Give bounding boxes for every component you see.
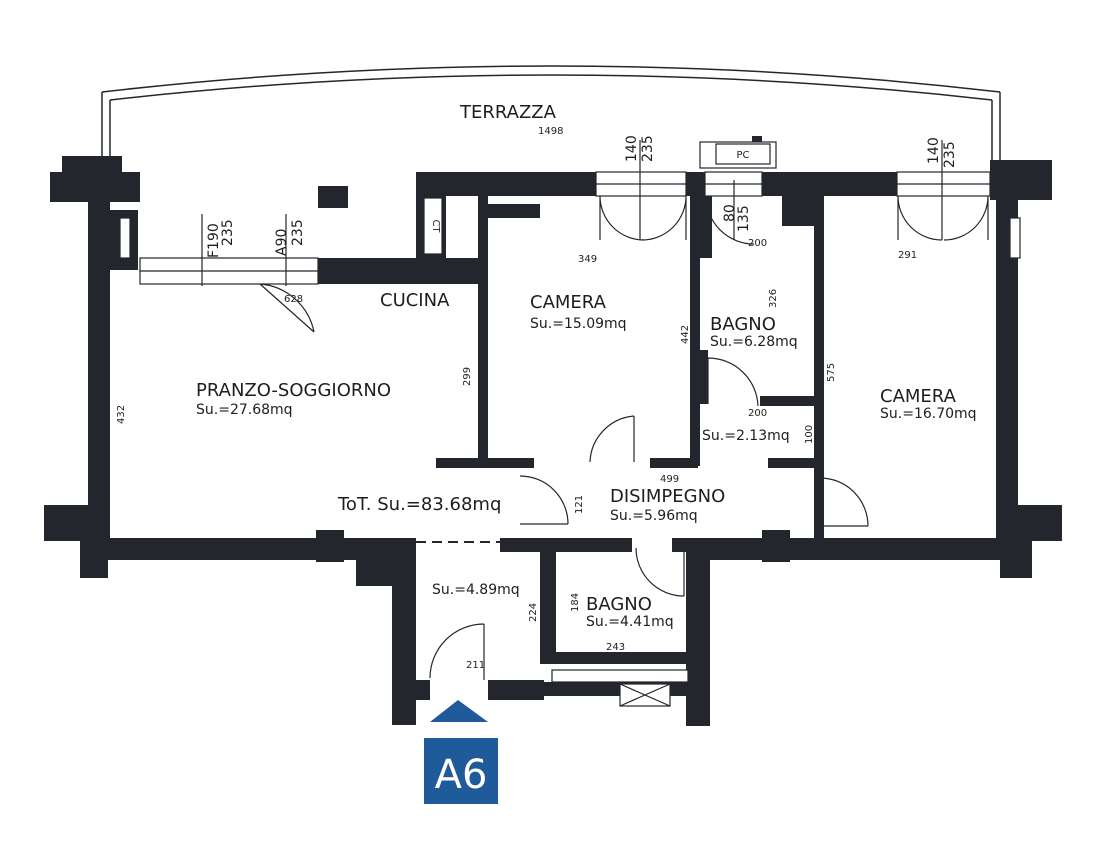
- pranzo-label: PRANZO-SOGGIORNO: [196, 380, 391, 401]
- walls: [44, 156, 1062, 726]
- cucina-label: CUCINA: [380, 290, 450, 311]
- dim-442: 442: [680, 325, 691, 344]
- badge-box: [424, 738, 498, 804]
- entrance-arrow-icon: [430, 700, 488, 722]
- terrazza-dim: 1498: [538, 126, 563, 137]
- dimension-lines: [201, 140, 943, 286]
- camera2-area: Su.=16.70mq: [880, 406, 977, 422]
- badge-label: A6: [435, 752, 488, 798]
- terrazza-label: TERRAZZA: [459, 102, 557, 123]
- bagno2-area: Su.=4.41mq: [586, 614, 674, 630]
- dim-326: 326: [768, 289, 779, 308]
- dim-200a: 200: [748, 238, 767, 249]
- ct-fixture: CT: [423, 197, 443, 255]
- pc-label: PC: [736, 150, 749, 161]
- dim-100: 100: [804, 425, 815, 444]
- camera2-label: CAMERA: [880, 386, 957, 407]
- dim-184: 184: [570, 593, 581, 612]
- dim-291: 291: [898, 250, 917, 261]
- bagno1-area: Su.=6.28mq: [710, 334, 798, 350]
- dim-d80-h: 135: [736, 205, 752, 232]
- dim-w2-top: 140: [926, 137, 942, 164]
- dim-499: 499: [660, 474, 679, 485]
- dim-432: 432: [116, 405, 127, 424]
- total-area: ToT. Su.=83.68mq: [337, 494, 501, 515]
- dim-d80: 80: [722, 204, 738, 222]
- dim-349: 349: [578, 254, 597, 265]
- dim-211: 211: [466, 660, 485, 671]
- dim-121: 121: [574, 495, 585, 514]
- pc-fixture: PC: [699, 136, 777, 169]
- apartment-badge: A6: [424, 700, 498, 804]
- dim-w2-h: 235: [942, 141, 958, 168]
- bagno1-label: BAGNO: [710, 314, 776, 335]
- dim-575: 575: [826, 363, 837, 382]
- dim-w1-top: 140: [624, 135, 640, 162]
- pranzo-area: Su.=27.68mq: [196, 402, 293, 418]
- dim-224: 224: [528, 603, 539, 622]
- disimpegno-area: Su.=5.96mq: [610, 508, 698, 524]
- dim-f190-h: 235: [220, 219, 236, 246]
- ct-label: CT: [430, 219, 441, 233]
- ingresso-area: Su.=4.89mq: [432, 582, 520, 598]
- dim-628: 628: [284, 294, 303, 305]
- terrace-railing: [101, 65, 1001, 172]
- bagno-window: [551, 669, 689, 683]
- dimension-labels: F190 235 A90 235 140 235 140 235 80 135 …: [116, 135, 958, 671]
- dim-243: 243: [606, 642, 625, 653]
- column-block: [318, 186, 348, 208]
- dim-a90-h: 235: [290, 219, 306, 246]
- windows: [119, 171, 1021, 285]
- camera1-area: Su.=15.09mq: [530, 316, 627, 332]
- disimpegno-label: DISIMPEGNO: [610, 486, 725, 507]
- doors: [259, 195, 989, 680]
- dim-w1-h: 235: [640, 135, 656, 162]
- dim-200b: 200: [748, 408, 767, 419]
- dim-a90: A90: [274, 229, 290, 256]
- camera1-label: CAMERA: [530, 292, 607, 313]
- dim-f190: F190: [206, 223, 222, 258]
- bagno2-label: BAGNO: [586, 594, 652, 615]
- ripostiglio-area: Su.=2.13mq: [702, 428, 790, 444]
- dim-299: 299: [462, 367, 473, 386]
